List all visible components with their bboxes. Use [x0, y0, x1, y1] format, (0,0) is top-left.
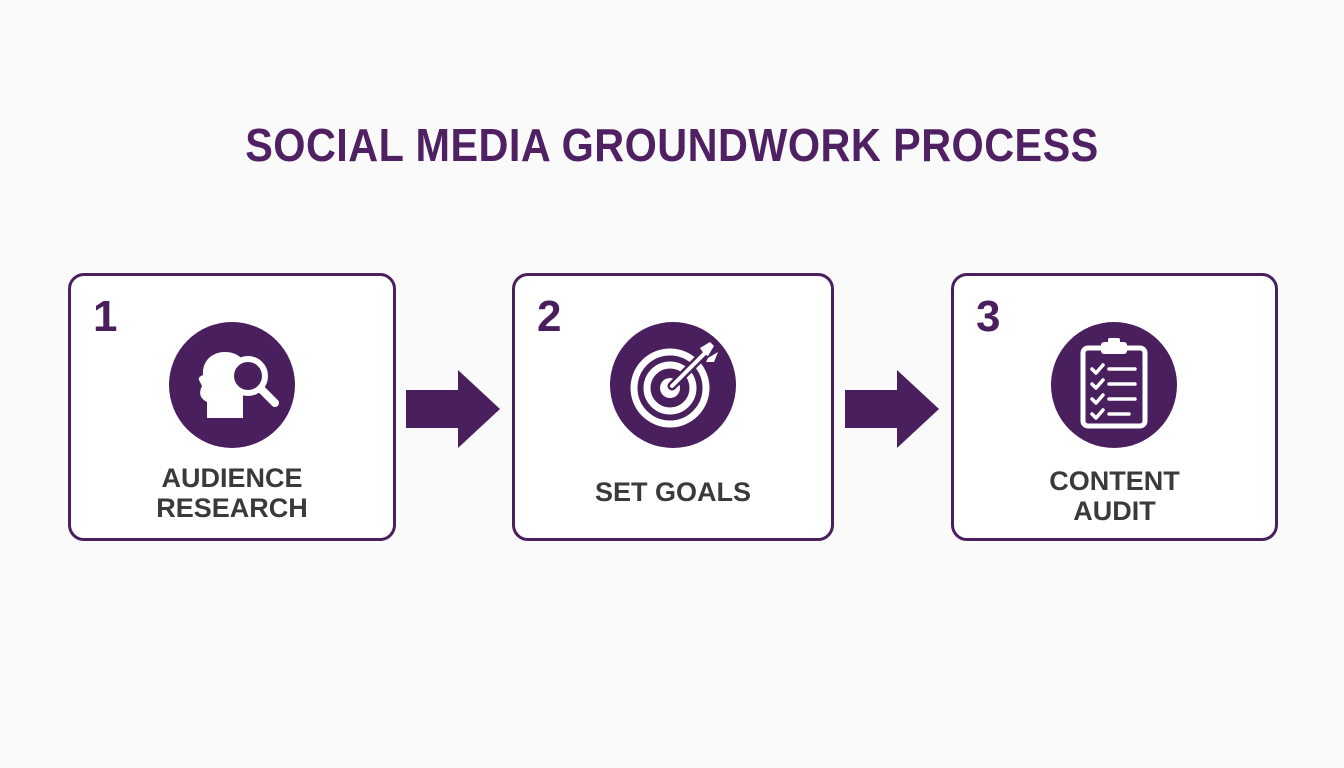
step-label: CONTENT AUDIT: [1049, 466, 1180, 526]
arrow-right-icon: [406, 370, 500, 448]
step-card-audience-research: 1 AUDIENCE RESEARCH: [68, 273, 396, 541]
step-card-set-goals: 2 SET GOALS: [512, 273, 834, 541]
step-label: SET GOALS: [594, 477, 751, 507]
head-magnifier-icon: [169, 322, 295, 448]
arrow-right-icon: [845, 370, 939, 448]
step-label: AUDIENCE RESEARCH: [156, 463, 308, 523]
target-arrow-icon: [610, 322, 736, 448]
step-card-content-audit: 3 CONTENT AUDIT: [951, 273, 1278, 541]
step-number: 3: [976, 292, 1001, 341]
clipboard-checklist-icon: [1051, 322, 1177, 448]
step-number: 2: [537, 292, 562, 341]
diagram-title: SOCIAL MEDIA GROUNDWORK PROCESS: [245, 119, 1099, 171]
step-number: 1: [93, 292, 118, 341]
